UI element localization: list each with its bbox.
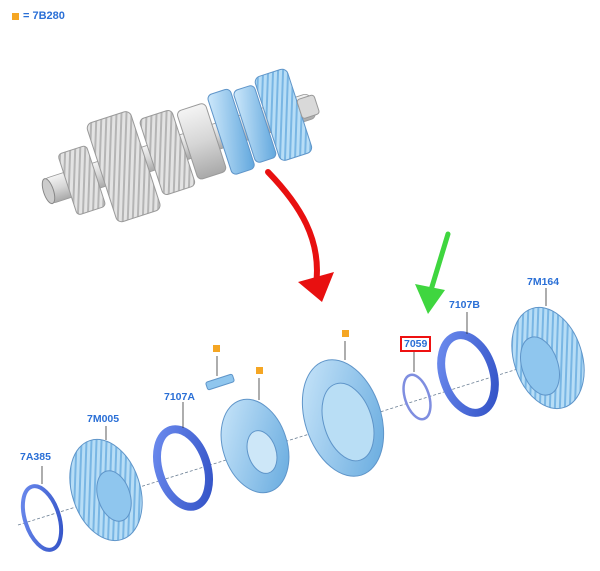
label-7m164: 7M164 — [527, 276, 560, 288]
green-down-arrow-icon — [415, 231, 451, 314]
part-7107b-sync-ring — [437, 312, 499, 417]
part-7059-snap-ring — [402, 352, 432, 421]
part-7107a-sync-ring — [153, 402, 213, 511]
orange-square-icon — [256, 367, 263, 374]
label-7m005: 7M005 — [87, 413, 120, 425]
orange-square-icon — [213, 345, 220, 352]
assembled-shaft — [41, 68, 320, 223]
synchronizer-sleeve — [301, 341, 385, 477]
label-7107b: 7107B — [449, 299, 480, 311]
label-7a385: 7A385 — [20, 451, 51, 463]
red-curved-arrow-icon — [265, 169, 334, 302]
orange-square-icon — [342, 330, 349, 337]
label-7059-highlighted: 7059 — [400, 336, 432, 352]
part-7a385-ring — [20, 466, 64, 552]
label-7107a: 7107A — [164, 391, 195, 403]
legend: = 7B280 — [12, 10, 65, 22]
synchronizer-hub — [205, 356, 290, 494]
orange-square-icon — [12, 12, 19, 20]
part-7m164-gear — [511, 288, 585, 410]
legend-text: = 7B280 — [23, 10, 65, 22]
part-7m005-gear — [69, 426, 143, 542]
